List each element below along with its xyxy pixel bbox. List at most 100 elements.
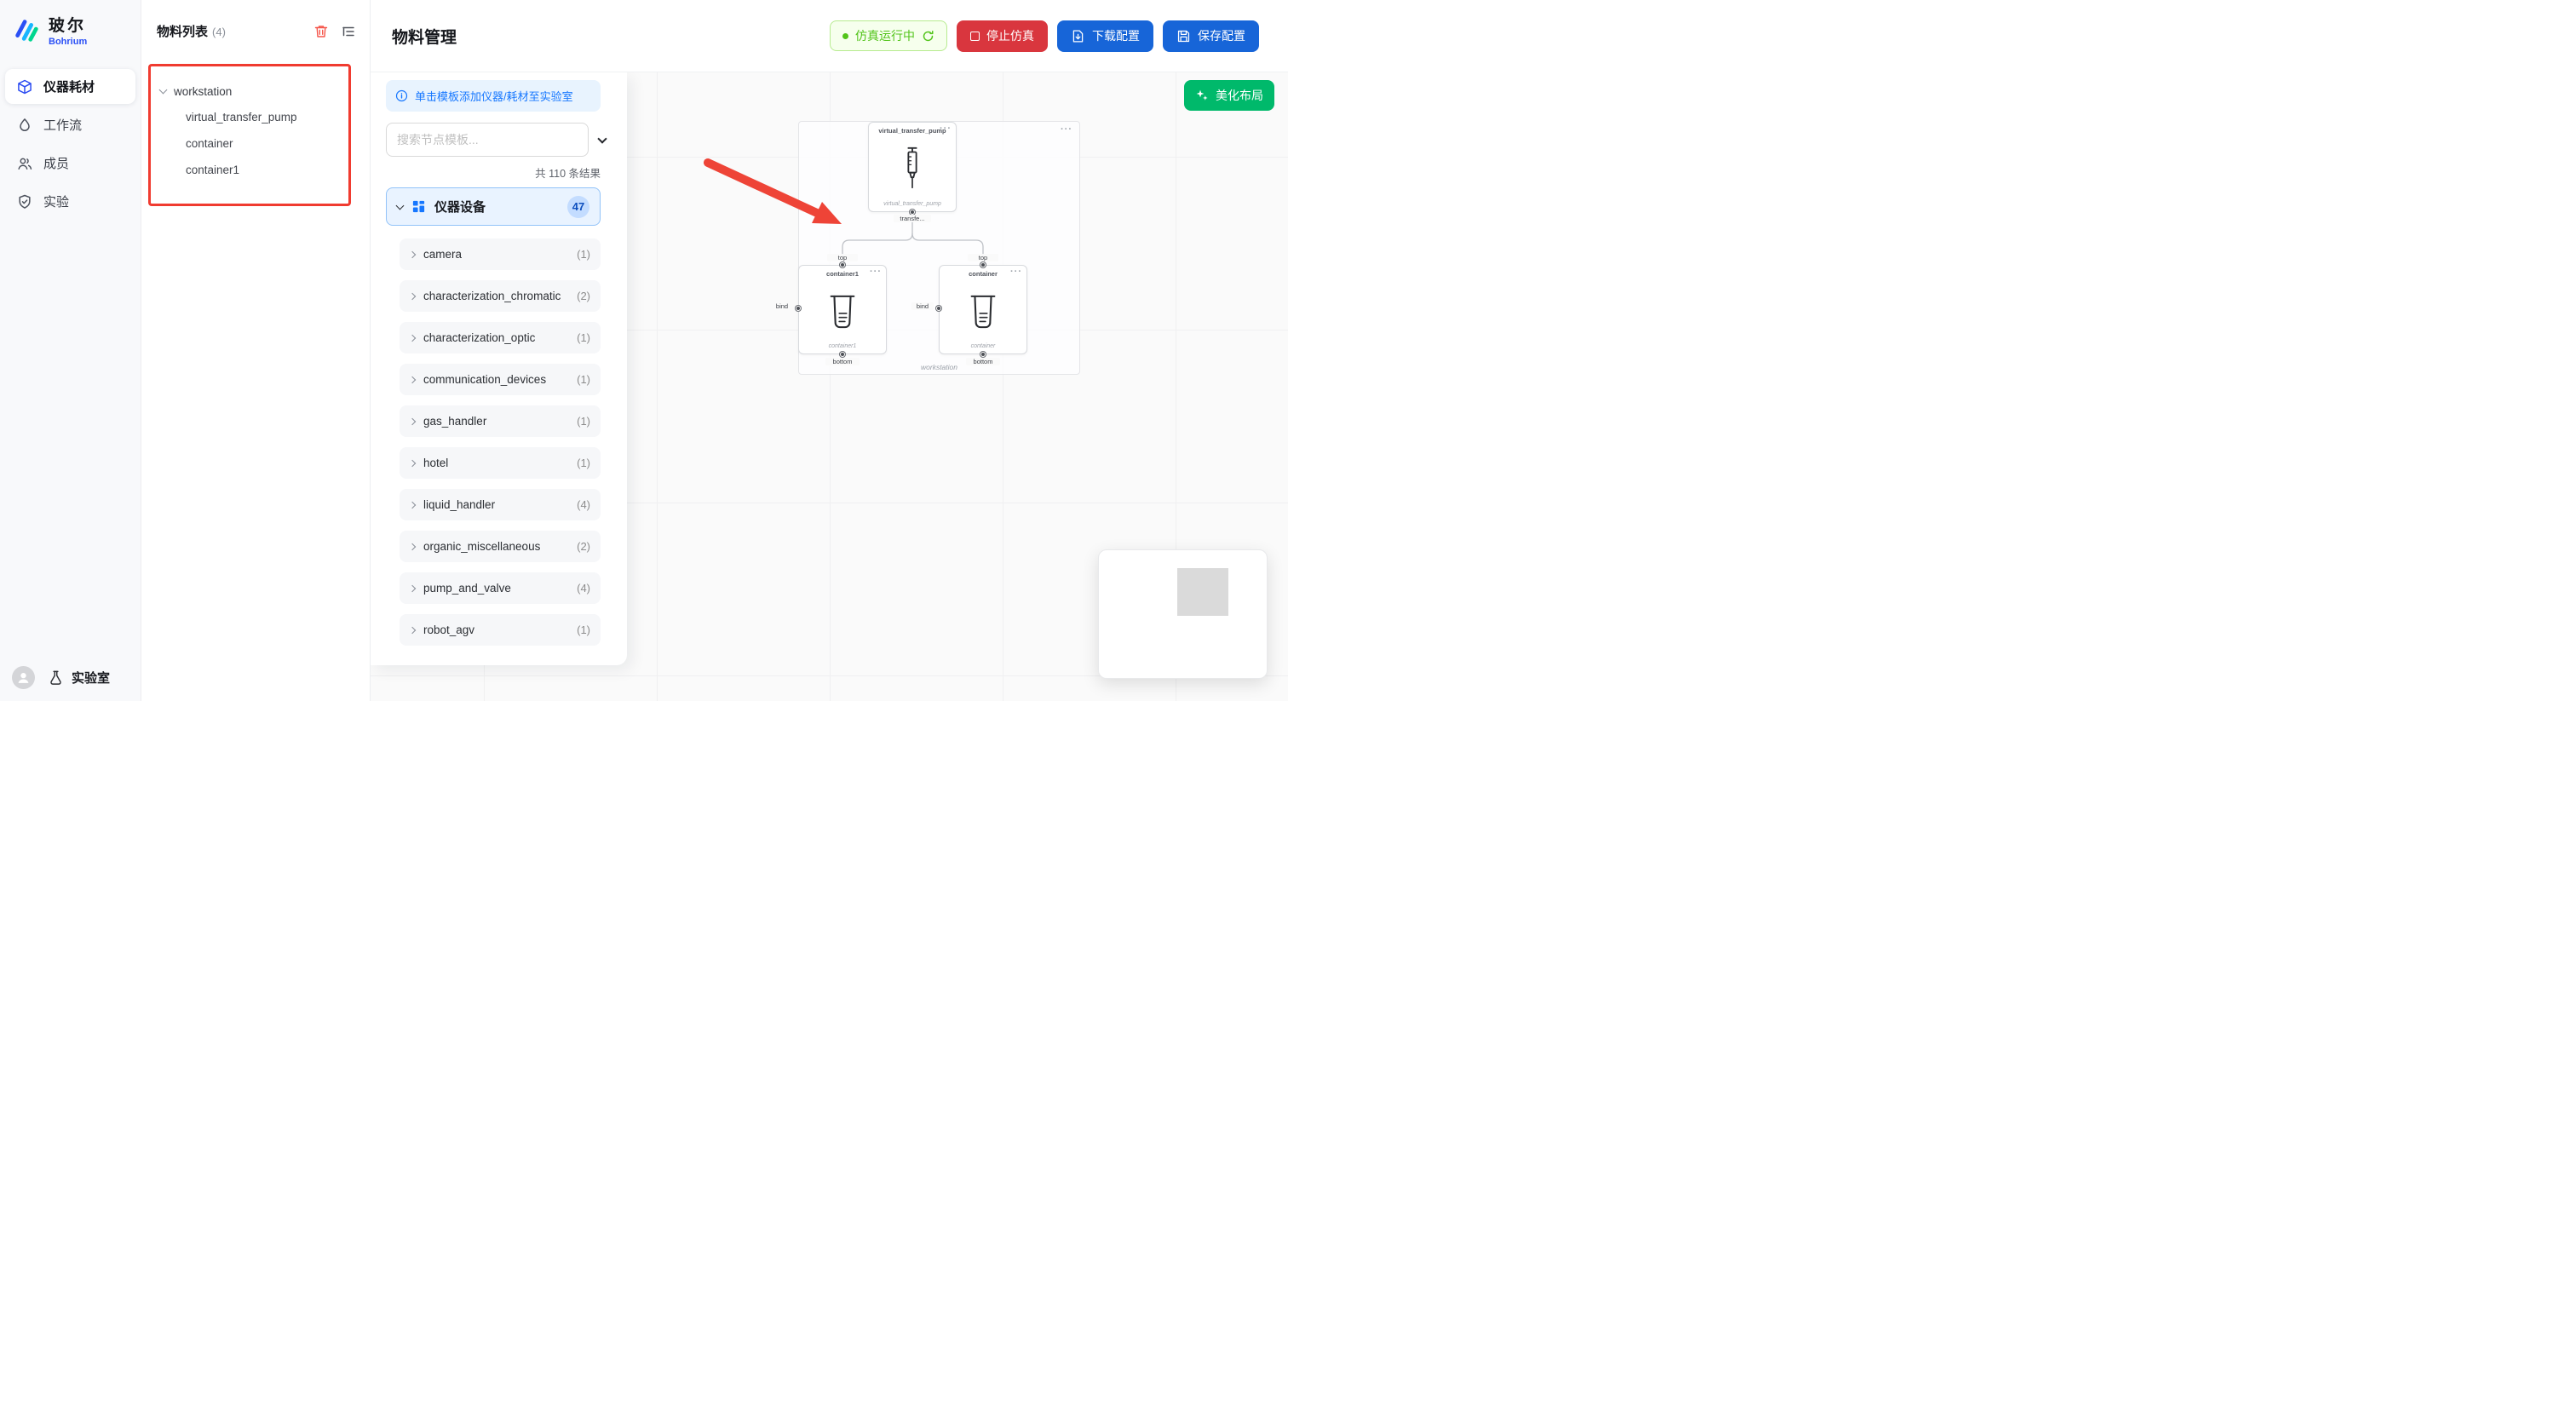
template-item-count: (1) [577, 248, 590, 261]
node-container1[interactable]: container1 container1 [798, 265, 887, 354]
droplet-icon [15, 116, 33, 134]
info-icon [395, 89, 408, 102]
user-icon [18, 672, 29, 683]
sidebar-footer: 实验室 [0, 666, 141, 689]
port-bottom[interactable] [980, 352, 986, 357]
port-label-transfer: transfe... [894, 215, 931, 222]
brand-name-en: Bohrium [49, 37, 88, 47]
members-icon [15, 154, 33, 172]
more-icon[interactable] [870, 267, 882, 277]
header-actions: 仿真运行中 停止仿真 下载配置 保存配置 [830, 20, 1259, 52]
lab-label: 实验室 [72, 671, 111, 686]
chevron-right-icon [408, 626, 417, 634]
tree-root-label: workstation [174, 84, 233, 98]
save-config-button[interactable]: 保存配置 [1163, 20, 1259, 52]
node-title: virtual_transfer_pump [878, 127, 946, 135]
chevron-right-icon [408, 292, 417, 300]
chevron-right-icon [408, 417, 417, 425]
download-config-button[interactable]: 下载配置 [1057, 20, 1153, 52]
template-item-label: pump_and_valve [423, 582, 511, 595]
cube-icon [15, 78, 33, 95]
simulation-status-pill[interactable]: 仿真运行中 [830, 20, 947, 51]
port-top[interactable] [840, 262, 845, 267]
collapse-panel-button[interactable] [597, 133, 607, 144]
sidebar-item-instruments[interactable]: 仪器耗材 [5, 69, 135, 104]
add-template-banner[interactable]: 单击模板添加仪器/耗材至实验室 [386, 80, 601, 112]
chevron-right-icon [408, 376, 417, 383]
template-item-organic_miscellaneous[interactable]: organic_miscellaneous(2) [400, 531, 601, 562]
shield-icon [15, 192, 33, 210]
template-item-characterization_optic[interactable]: characterization_optic(1) [400, 322, 601, 353]
template-item-pump_and_valve[interactable]: pump_and_valve (4) [400, 572, 601, 604]
template-item-liquid_handler[interactable]: liquid_handler(4) [400, 489, 601, 520]
tree-view-icon[interactable] [341, 24, 356, 39]
sidebar-item-label: 工作流 [43, 118, 83, 133]
port-bind[interactable] [936, 306, 941, 311]
template-list: camera(1) characterization_chromatic(2)ch… [386, 238, 627, 646]
avatar[interactable] [12, 666, 35, 689]
port-bottom[interactable] [840, 352, 845, 357]
node-virtual-transfer-pump[interactable]: virtual_transfer_pump virtual_transfer_p… [868, 122, 957, 212]
sidebar: 玻尔 Bohrium 仪器耗材工作流成员实验 实验室 [0, 0, 141, 701]
beaker-icon [830, 295, 855, 328]
chevron-right-icon [408, 501, 417, 509]
chevron-down-icon [597, 133, 607, 144]
tree-node-workstation[interactable]: workstation [141, 78, 370, 104]
sidebar-item-label: 实验 [43, 195, 70, 210]
port-label-bottom: bottom [825, 358, 860, 365]
sidebar-item-workflow[interactable]: 工作流 [5, 107, 135, 142]
minimap-viewport[interactable] [1177, 568, 1228, 616]
more-icon[interactable] [1010, 267, 1022, 277]
flask-icon [50, 670, 61, 685]
template-item-label: communication_devices [423, 373, 547, 386]
category-instruments[interactable]: 仪器设备 47 [386, 187, 601, 226]
template-search-input[interactable] [386, 123, 589, 157]
status-label: 仿真运行中 [855, 29, 915, 43]
template-item-label: organic_miscellaneous [423, 540, 541, 553]
template-item-count: (1) [577, 457, 590, 469]
tree-node-container1[interactable]: container1 [186, 164, 240, 176]
tree-children: virtual_transfer_pump container container1 [141, 104, 370, 183]
sidebar-item-experiments[interactable]: 实验 [5, 184, 135, 219]
materials-panel: 物料列表(4) workstation virtual_transfer_pum… [141, 0, 371, 701]
more-icon[interactable] [1061, 125, 1072, 135]
template-item-count: (4) [577, 582, 590, 595]
materials-count: (4) [212, 26, 226, 38]
content-area: workstation virtual_transfer_pump [371, 72, 1288, 701]
port-label-bind: bind [771, 302, 793, 310]
node-container[interactable]: container container [939, 265, 1027, 354]
template-item-camera[interactable]: camera(1) [400, 238, 601, 270]
stop-simulation-button[interactable]: 停止仿真 [957, 20, 1048, 52]
template-item-characterization_chromatic[interactable]: characterization_chromatic(2) [400, 280, 601, 312]
template-item-count: (1) [577, 415, 590, 428]
stop-icon [970, 31, 980, 41]
beautify-layout-button[interactable]: 美化布局 [1184, 80, 1274, 111]
template-item-count: (4) [577, 498, 590, 511]
minimap[interactable] [1098, 549, 1268, 679]
template-item-communication_devices[interactable]: communication_devices (1) [400, 364, 601, 395]
port-transfer[interactable] [910, 210, 915, 215]
template-item-gas_handler[interactable]: gas_handler (1) [400, 405, 601, 437]
sparkles-icon [1196, 89, 1208, 101]
template-item-label: hotel [423, 457, 449, 469]
port-bind[interactable] [796, 306, 801, 311]
materials-title: 物料列表 [157, 25, 209, 39]
tree-node-container[interactable]: container [186, 137, 233, 150]
port-label-bind: bind [911, 302, 934, 310]
brand-logo: 玻尔 Bohrium [0, 0, 141, 47]
lab-switcher[interactable]: 实验室 [48, 669, 110, 687]
more-icon[interactable] [940, 124, 952, 134]
template-item-robot_agv[interactable]: robot_agv(1) [400, 614, 601, 646]
sidebar-item-label: 成员 [43, 157, 70, 171]
tree-node-virtual_transfer_pump[interactable]: virtual_transfer_pump [186, 111, 297, 124]
port-top[interactable] [980, 262, 986, 267]
template-item-hotel[interactable]: hotel (1) [400, 447, 601, 479]
template-item-label: gas_handler [423, 415, 487, 428]
sidebar-item-members[interactable]: 成员 [5, 146, 135, 181]
trash-icon[interactable] [313, 24, 329, 39]
chevron-right-icon [408, 584, 417, 592]
chevron-right-icon [408, 543, 417, 550]
template-item-count: (1) [577, 373, 590, 386]
refresh-icon[interactable] [922, 30, 934, 43]
